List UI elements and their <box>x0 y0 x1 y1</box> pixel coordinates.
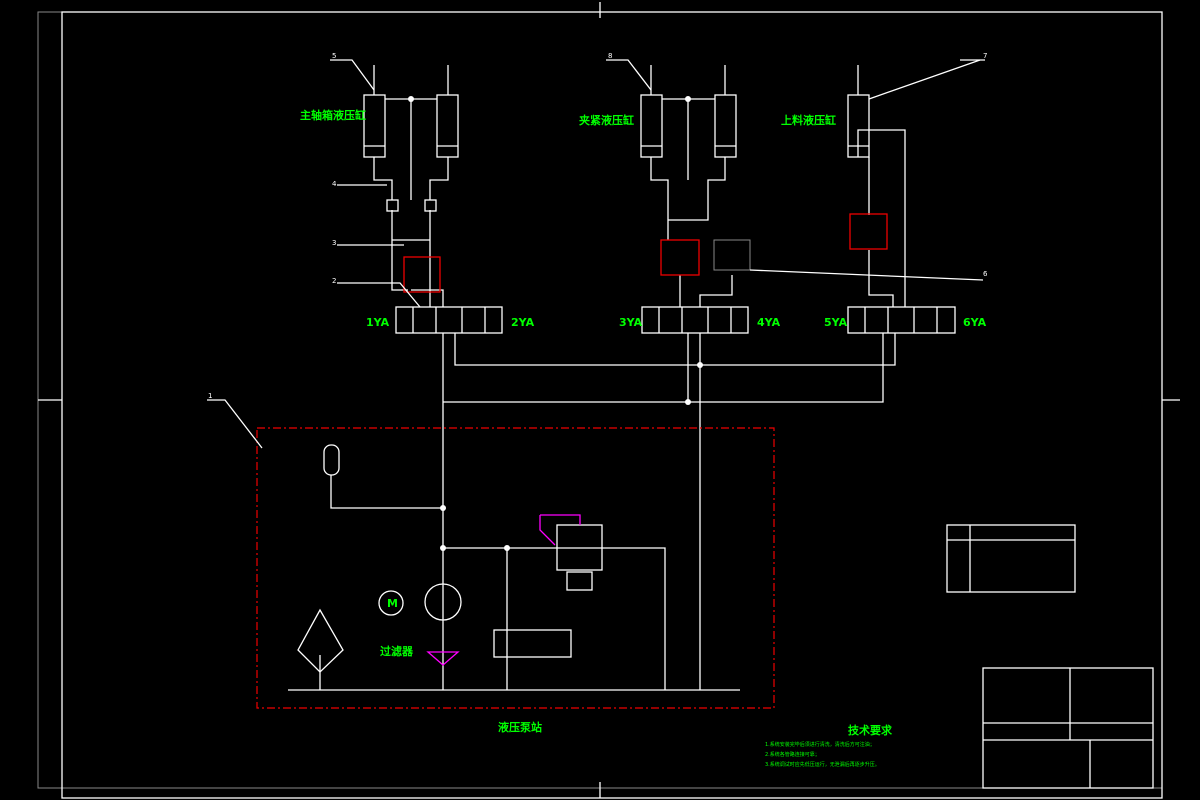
callout-7: 7 <box>983 52 987 60</box>
solenoid-1: 1YA <box>366 316 390 329</box>
solenoid-6: 6YA <box>963 316 987 329</box>
drawing-frame <box>37 2 1180 799</box>
solenoid-2: 2YA <box>511 316 535 329</box>
cylinder-label-3: 上料液压缸 <box>781 113 836 127</box>
callout-3: 3 <box>332 239 336 247</box>
tech-requirement-line: 1.系统安装完毕后须进行清洗，清洗后方可注油； <box>765 741 875 748</box>
pump-station <box>256 427 775 709</box>
callout-4: 4 <box>332 180 337 188</box>
table-and-title-block <box>946 524 1154 789</box>
tech-requirements-title: 技术要求 <box>848 723 893 737</box>
solenoid-5: 5YA <box>824 316 848 329</box>
solenoid-3: 3YA <box>619 316 643 329</box>
tech-requirement-line: 3.系统调试时应先低压运行，无泄漏后再逐步升压。 <box>765 761 880 768</box>
cylinder-group-3 <box>847 59 981 307</box>
cylinder-label-2: 夹紧液压缸 <box>579 113 634 127</box>
motor-label: M <box>387 597 398 610</box>
callout-1: 1 <box>208 392 212 400</box>
callout-6: 6 <box>983 270 988 278</box>
cylinder-group-1 <box>363 65 459 307</box>
solenoid-4: 4YA <box>757 316 781 329</box>
cylinder-label-1: 主轴箱液压缸 <box>300 108 366 122</box>
callout-8: 8 <box>608 52 612 60</box>
callout-2: 2 <box>332 277 336 285</box>
tech-requirement-line: 2.系统各管路连接可靠； <box>765 751 820 758</box>
pump-station-label: 液压泵站 <box>498 720 542 734</box>
directional-valves <box>395 306 956 690</box>
cylinder-group-2 <box>640 65 751 307</box>
callout-5: 5 <box>332 52 336 60</box>
filter-label: 过滤器 <box>380 644 414 658</box>
